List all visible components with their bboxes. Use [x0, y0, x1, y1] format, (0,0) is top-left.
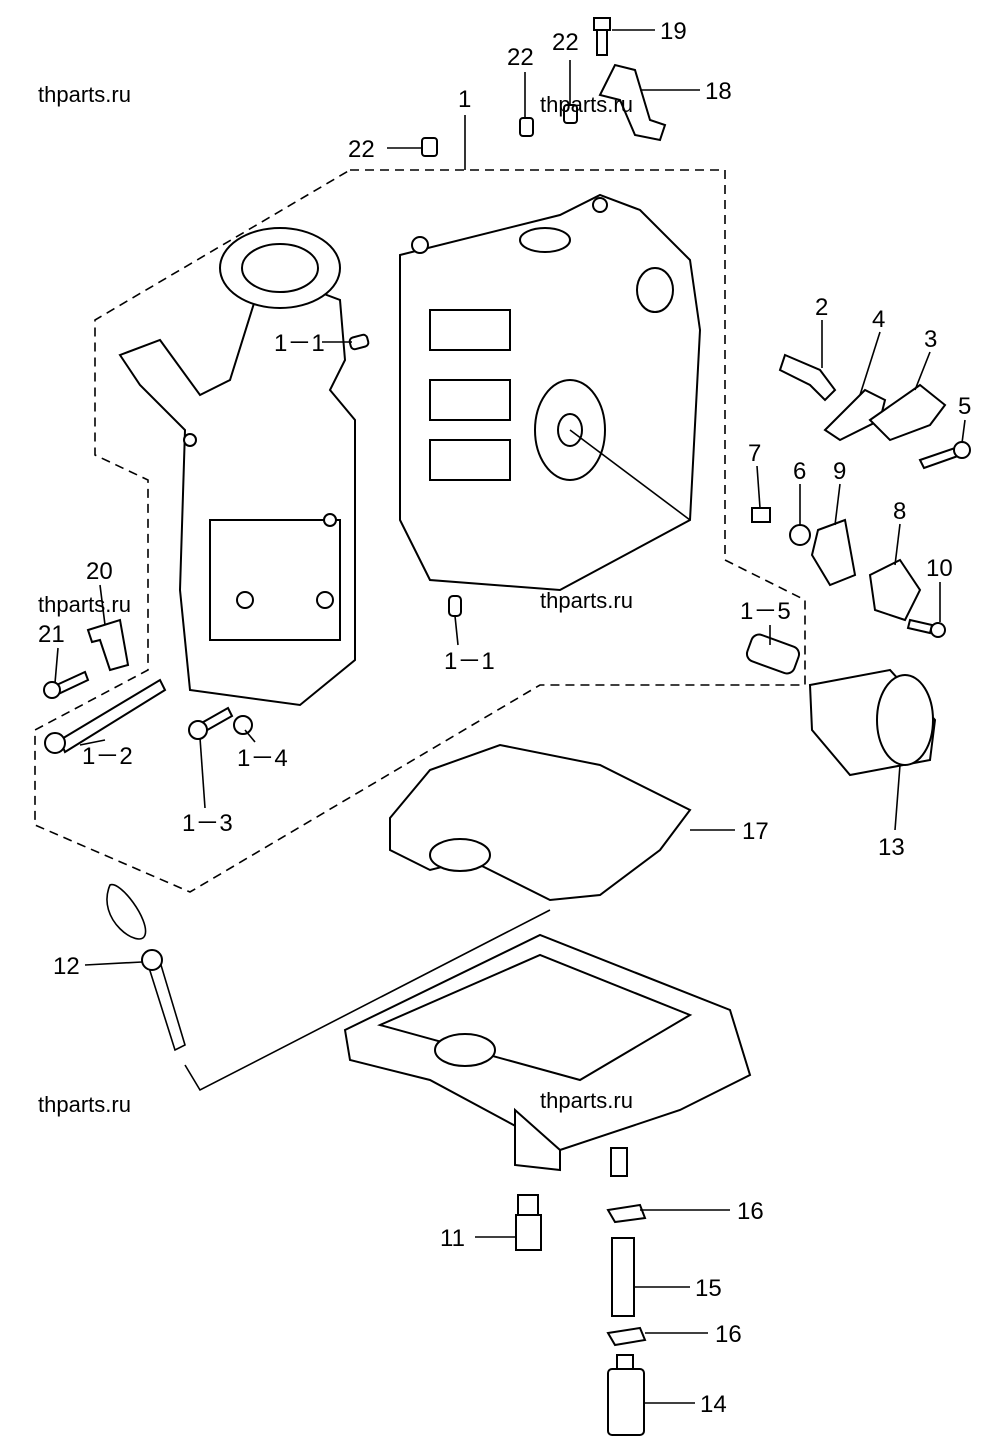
- callout-10: 10: [926, 555, 953, 582]
- callout-6: 6: [793, 458, 806, 485]
- callout-22: 22: [348, 136, 375, 163]
- cylinder-block: [399, 193, 702, 592]
- callout-7: 7: [748, 440, 761, 467]
- callout-13: 13: [878, 834, 905, 861]
- oil-pan: [343, 933, 752, 1172]
- bracket-20: [86, 618, 130, 672]
- callout-3: 3: [924, 326, 937, 353]
- callout-2: 2: [815, 294, 828, 321]
- callout-19: 19: [660, 18, 687, 45]
- callout-22: 22: [507, 44, 534, 71]
- bolt-1-3: [188, 706, 234, 740]
- clip-16: [606, 1203, 647, 1224]
- callout-9: 9: [833, 458, 846, 485]
- clip-16: [606, 1326, 647, 1347]
- gasket-9: [810, 518, 857, 587]
- callout-4: 4: [872, 306, 885, 333]
- callout-12: 12: [53, 953, 80, 980]
- callout-8: 8: [893, 498, 906, 525]
- hose-15: [611, 1237, 635, 1317]
- bracket-18: [598, 63, 667, 142]
- cover-8: [868, 558, 922, 622]
- leader-12-boundary: [184, 909, 551, 1092]
- callout-17: 17: [742, 818, 769, 845]
- dowel-pin-1-1: [348, 333, 370, 351]
- callout-16: 16: [715, 1321, 742, 1348]
- callout-5: 5: [958, 393, 971, 420]
- watermark: thparts.ru: [540, 92, 633, 117]
- callout-labels: 19 22 22 22 18 1 1－1 2 4 3 5 7 6 9 8 10 …: [38, 18, 971, 1418]
- oil-filter-13: [808, 668, 937, 777]
- callout-11: 11: [440, 1225, 465, 1252]
- fitting: [610, 1147, 628, 1177]
- callout-1-3: 1－3: [182, 810, 233, 837]
- callout-15: 15: [695, 1275, 722, 1302]
- callout-1-4: 1－4: [237, 745, 288, 772]
- leader-lines: [54, 29, 966, 1404]
- watermark: thparts.ru: [540, 588, 633, 613]
- bolt-10: [906, 618, 946, 638]
- assembly-boundary: [34, 169, 806, 893]
- washer-1-4: [233, 715, 253, 735]
- cover-3: [868, 383, 947, 442]
- plug-1-5: [745, 633, 801, 675]
- crankcase-left-half: [118, 227, 356, 707]
- callout-1-5: 1－5: [740, 598, 791, 625]
- dowel-pin-1-1: [448, 595, 462, 617]
- gasket-17-hole: [429, 838, 491, 872]
- watermark: thparts.ru: [38, 1092, 131, 1117]
- seal-6: [789, 524, 811, 546]
- dipstick-12: [106, 884, 186, 1052]
- dowel-pin-22: [519, 117, 534, 137]
- strainer-14: [607, 1354, 645, 1436]
- callout-1-2: 1－2: [82, 743, 133, 770]
- bolt-19: [593, 17, 611, 56]
- callout-1-1: 1－1: [274, 330, 325, 357]
- watermarks: thparts.ru thparts.ru thparts.ru thparts…: [38, 82, 633, 1117]
- callout-16: 16: [737, 1198, 764, 1225]
- sender-2: [778, 353, 837, 402]
- drain-plug-11: [515, 1194, 542, 1251]
- callout-21: 21: [38, 621, 65, 648]
- callout-22: 22: [552, 29, 579, 56]
- gasket-4: [823, 388, 887, 442]
- watermark: thparts.ru: [38, 82, 131, 107]
- bolt-5: [918, 441, 971, 470]
- watermark: thparts.ru: [540, 1088, 633, 1113]
- bolt-7: [751, 507, 771, 523]
- callout-18: 18: [705, 78, 732, 105]
- watermark: thparts.ru: [38, 592, 131, 617]
- dowel-pin-22: [421, 137, 438, 157]
- bolt-1-2: [44, 678, 167, 754]
- callout-1-1: 1－1: [444, 648, 495, 675]
- callout-20: 20: [86, 558, 113, 585]
- callout-1: 1: [458, 86, 471, 113]
- bolt-21: [43, 670, 90, 699]
- callout-14: 14: [700, 1391, 727, 1418]
